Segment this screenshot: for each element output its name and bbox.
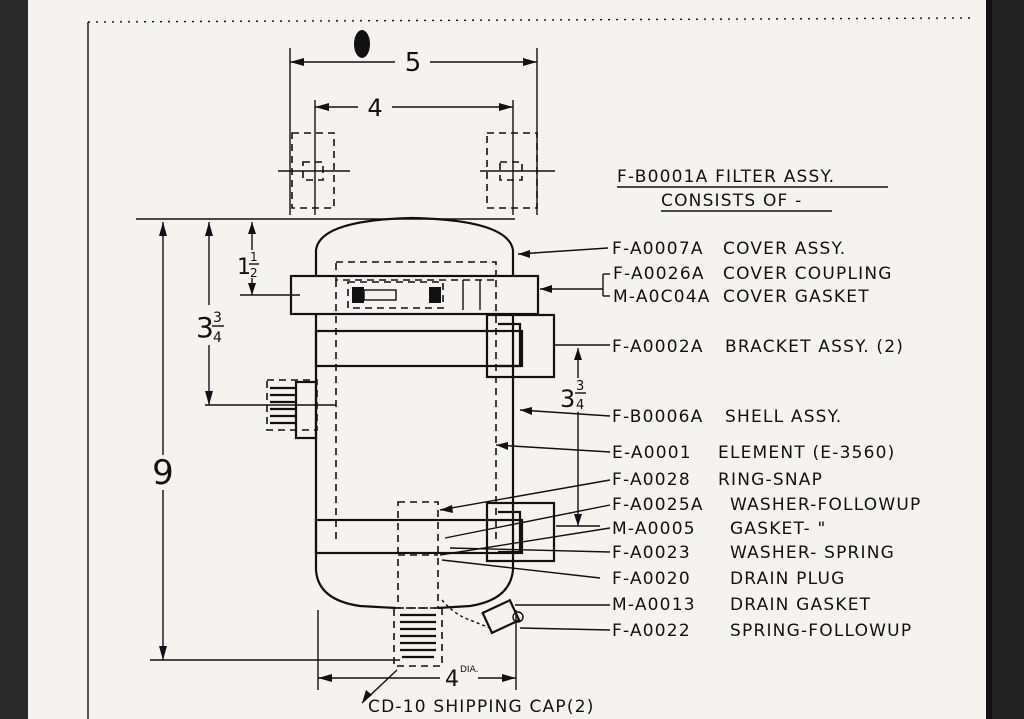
part-code: F-A0025A [612,495,704,515]
part-code: F-A0002A [612,337,704,357]
dim-bracket-spacing-whole: 3 [560,385,575,413]
part-code: F-A0020 [612,569,691,589]
leader-lines [439,247,611,631]
cover-dome [314,216,515,276]
part-code: F-A0022 [612,621,691,641]
part-code: M-A0C04A [613,287,711,307]
part-code: F-A0028 [612,470,691,490]
upper-bracket [314,313,610,379]
inlet-fitting [205,379,336,440]
part-name: COVER GASKET [723,287,870,307]
shipping-cap-arrow [362,690,372,703]
dim-top-width: 5 [405,48,422,78]
cover-inner-dashed [335,261,497,281]
part-name: WASHER-FOLLOWUP [730,495,921,515]
dim-overall-height: 9 [152,453,174,493]
mounting-bolt-ghost-left [278,132,350,209]
part-name: COVER ASSY. [723,239,846,259]
dimension-cover-1-1-2: 1 1 2 [237,222,300,296]
dimension-overall-9: 9 [150,222,400,661]
drain-chain [441,598,524,635]
scan-right-border [986,0,1024,719]
drain-plug [393,607,443,667]
ink-blot [354,30,370,58]
center-drain-dashed [397,501,439,609]
part-name: BRACKET ASSY. (2) [725,337,904,357]
part-code: M-A0005 [612,519,696,539]
parts-list: F-A0007A COVER ASSY. F-A0026A COVER COUP… [612,239,921,641]
dimension-4: 4 [314,94,514,215]
dim-left-height-den: 4 [213,330,222,346]
part-name: ELEMENT (E-3560) [718,443,895,463]
dim-cover-height-den: 2 [250,266,258,280]
part-name: RING-SNAP [718,470,823,490]
part-name: GASKET- " [730,519,826,539]
part-code: F-A0023 [612,543,691,563]
sheet-border-top [87,17,971,23]
dimension-5: 5 [289,48,538,215]
dim-bracket-spacing-num: 3 [576,379,584,394]
dimension-bracket-spacing: 3 3 4 [556,348,600,527]
part-name: DRAIN GASKET [730,595,871,615]
part-name: SPRING-FOLLOWUP [730,621,912,641]
part-name: WASHER- SPRING [730,543,895,563]
part-code: F-A0007A [612,239,704,259]
part-name: SHELL ASSY. [725,407,842,427]
dim-base-dia: 4 [445,667,459,692]
part-code: F-B0006A [612,407,703,427]
dim-base-dia-suffix: DIA. [460,665,478,675]
assembly-title: F-B0001A FILTER ASSY. [617,167,835,187]
cover-coupling-band [289,274,540,316]
dim-inner-width: 4 [367,94,382,122]
dim-cover-height-whole: 1 [237,255,251,280]
part-name: DRAIN PLUG [730,569,845,589]
dim-left-height-num: 3 [213,310,222,326]
lower-bracket [314,501,556,563]
part-code: M-A0013 [612,595,696,615]
part-name: COVER COUPLING [723,264,893,284]
dimension-base-dia: 4 DIA. [317,610,517,692]
drawing-sheet [28,0,986,719]
mounting-bolt-ghost-right [480,132,555,209]
dim-left-height-whole: 3 [196,311,214,344]
part-code: E-A0001 [612,443,692,463]
shipping-cap-label: CD-10 SHIPPING CAP(2) [368,697,595,717]
dim-cover-height-num: 1 [250,250,258,264]
dimension-left-3-3-4: 3 3 4 [196,222,224,405]
dim-bracket-spacing-den: 4 [576,398,584,413]
shell-body [314,280,515,610]
assembly-subtitle: CONSISTS OF - [661,191,802,211]
scan-left-border [0,0,28,719]
part-code: F-A0026A [613,264,705,284]
